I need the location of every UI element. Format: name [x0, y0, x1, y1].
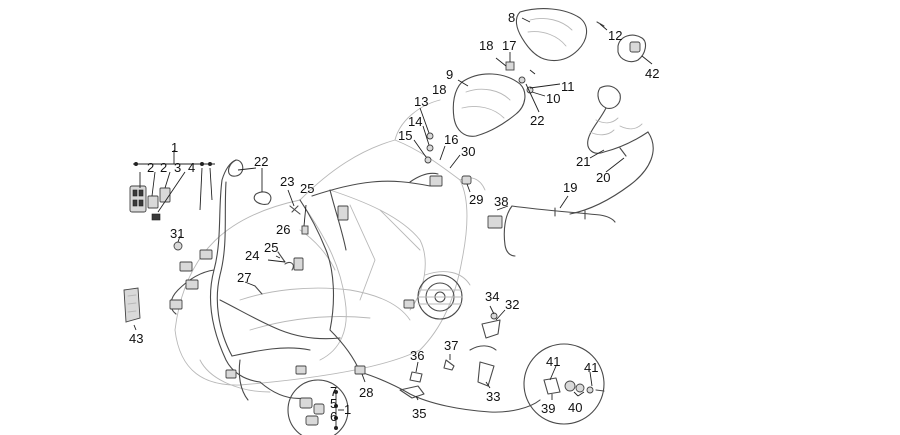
callout-label: 41	[546, 354, 560, 369]
part-20-cable	[569, 131, 654, 215]
callout-label: 34	[485, 289, 499, 304]
part-35-cable	[359, 345, 541, 413]
callout-label: 38	[494, 194, 508, 209]
callout-label: 26	[276, 222, 290, 237]
part-12-screw	[596, 21, 608, 31]
callout-label: 22	[530, 113, 544, 128]
callout-label: 25	[300, 181, 314, 196]
callout-label: 21	[576, 154, 590, 169]
main-wiring-harness	[169, 159, 443, 401]
relay-group	[129, 185, 171, 221]
callout-label: 7	[330, 384, 337, 399]
part-37-clip	[443, 354, 455, 371]
callout-label: 1	[171, 140, 178, 155]
callout-label: 6	[330, 409, 337, 424]
part-38-clip	[496, 205, 509, 211]
callout-label: 12	[608, 28, 622, 43]
callout-label: 10	[546, 91, 560, 106]
callout-label: 3	[174, 160, 181, 175]
callout-label: 35	[412, 406, 426, 421]
callout-label: 2	[147, 160, 154, 175]
callout-label: 36	[410, 348, 424, 363]
callout-label: 41	[584, 360, 598, 375]
callout-label: 18	[479, 38, 493, 53]
callout-label: 5	[330, 396, 337, 411]
callout-label: 40	[568, 400, 582, 415]
callout-label: 33	[486, 389, 500, 404]
part-9-housing	[452, 52, 561, 137]
part-28-bracket	[354, 365, 366, 383]
part-32-bracket	[481, 305, 506, 339]
callout-label: 39	[541, 401, 555, 416]
callout-labels: 1 2 2 3 4 5 6 7 8 9 10 11 12 13 14 15 16…	[129, 10, 659, 424]
callout-label: 20	[596, 170, 610, 185]
callout-label: 27	[237, 270, 251, 285]
callout-1-bracket	[133, 150, 215, 213]
callout-label: 32	[505, 297, 519, 312]
part-8-cover	[515, 8, 588, 62]
callout-label: 23	[280, 174, 294, 189]
callout-label: 17	[502, 38, 516, 53]
callout-label: 22	[254, 154, 268, 169]
inset-39-41	[523, 343, 605, 425]
callout-label: 42	[645, 66, 659, 81]
callout-label: 25	[264, 240, 278, 255]
part-21-hose	[587, 85, 649, 159]
inset-5-7	[287, 379, 349, 435]
callout-label: 43	[129, 331, 143, 346]
callout-label: 30	[461, 144, 475, 159]
part-42-connector	[617, 34, 653, 65]
callout-label: 4	[188, 160, 195, 175]
callout-label: 28	[359, 385, 373, 400]
part-43-bracket	[123, 287, 141, 331]
callout-label: 2	[160, 160, 167, 175]
callout-label: 15	[398, 128, 412, 143]
callout-label: 1	[344, 402, 351, 417]
callout-label: 9	[446, 67, 453, 82]
part-19-cable	[487, 195, 616, 257]
callout-label: 16	[444, 132, 458, 147]
callout-label: 11	[561, 79, 575, 94]
part-36-clip	[409, 361, 423, 383]
part-33-bracket	[477, 361, 495, 389]
callout-label: 24	[245, 248, 259, 263]
callout-label: 31	[170, 226, 184, 241]
callout-label: 13	[414, 94, 428, 109]
callout-label: 18	[432, 82, 446, 97]
callout-label: 8	[508, 10, 515, 25]
callout-label: 37	[444, 338, 458, 353]
callout-label: 14	[408, 114, 422, 129]
part-22-ties	[227, 159, 272, 205]
engine-wheel-assembly	[417, 271, 471, 320]
callout-label: 29	[469, 192, 483, 207]
callout-label: 19	[563, 180, 577, 195]
small-fasteners	[173, 107, 472, 295]
